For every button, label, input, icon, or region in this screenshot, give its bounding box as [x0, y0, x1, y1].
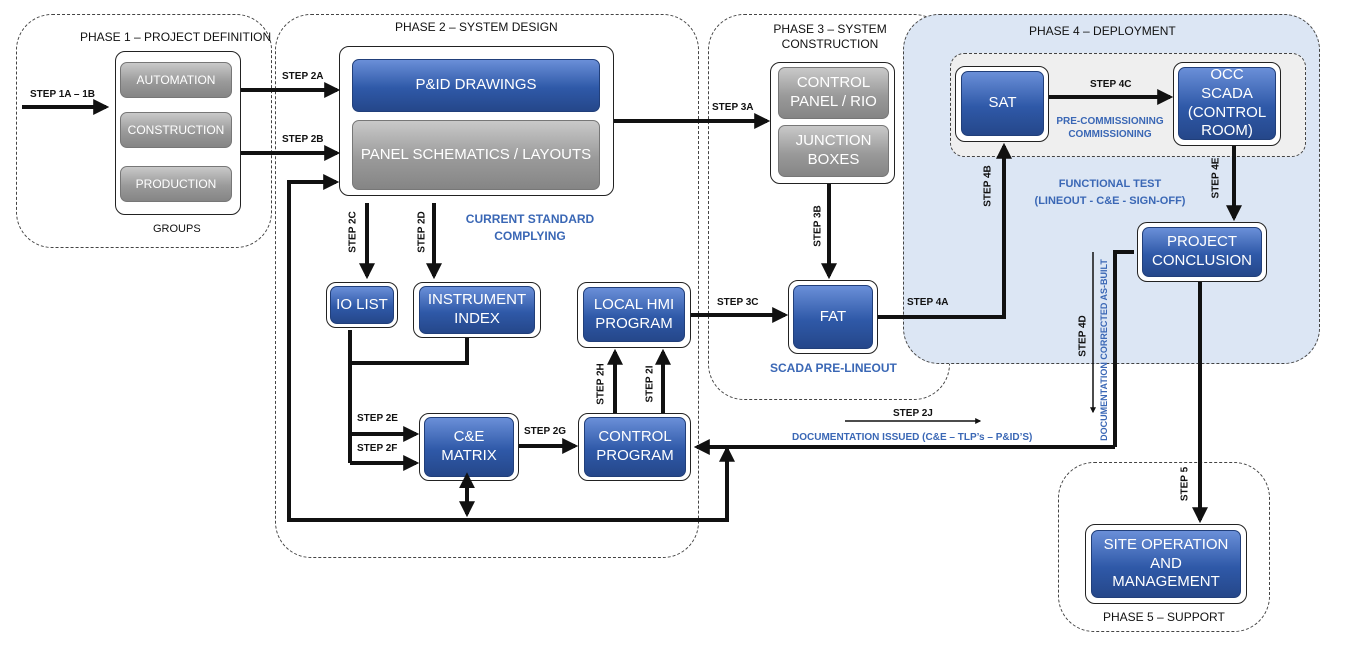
phase-5-title: PHASE 5 – SUPPORT: [1103, 610, 1225, 624]
phase-4-title: PHASE 4 – DEPLOYMENT: [1029, 24, 1176, 38]
step-2c-label: STEP 2C: [347, 211, 359, 253]
current-standard-note: CURRENT STANDARD COMPLYING: [455, 211, 605, 245]
step-5-label: STEP 5: [1179, 466, 1191, 502]
phase-1-region: [16, 14, 272, 248]
ce-matrix-box[interactable]: C&E MATRIX: [424, 417, 514, 477]
step-2h-label: STEP 2H: [595, 363, 607, 405]
scada-pre-lineout-note: SCADA PRE-LINEOUT: [770, 361, 897, 375]
documentation-issued-arrow: [697, 250, 1134, 447]
local-hmi-box[interactable]: LOCAL HMI PROGRAM: [583, 287, 685, 342]
current-standard-line1: CURRENT STANDARD: [465, 212, 595, 226]
instrument-index-box[interactable]: INSTRUMENT INDEX: [419, 286, 535, 334]
step-3b-label: STEP 3B: [812, 205, 824, 247]
phase-3-title-line2: CONSTRUCTION: [781, 37, 879, 51]
occ-scada-box[interactable]: OCC SCADA (CONTROL ROOM): [1178, 66, 1276, 140]
step-2d-label: STEP 2D: [416, 211, 428, 253]
pid-drawings-box[interactable]: P&ID DRAWINGS: [352, 59, 600, 112]
site-operation-box[interactable]: SITE OPERATION AND MANAGEMENT: [1091, 530, 1241, 598]
step-1a-1b-label: STEP 1A – 1B: [30, 89, 96, 100]
phase-3-title: PHASE 3 – SYSTEM CONSTRUCTION: [740, 22, 920, 52]
step-4c-label: STEP 4C: [1090, 79, 1132, 90]
sat-box[interactable]: SAT: [961, 71, 1044, 136]
automation-group-box[interactable]: AUTOMATION: [120, 62, 232, 98]
step-4a-label: STEP 4A: [907, 297, 949, 308]
phase-5-region: [1058, 462, 1270, 632]
production-group-box[interactable]: PRODUCTION: [120, 166, 232, 202]
panel-schematics-box[interactable]: PANEL SCHEMATICS / LAYOUTS: [352, 120, 600, 190]
step-4b-label: STEP 4B: [982, 165, 994, 207]
arrow-step-4a-4b: [878, 142, 1012, 319]
step-4e-label: STEP 4E: [1210, 157, 1222, 199]
feedback-loop: [287, 174, 467, 522]
phase-1-title: PHASE 1 – PROJECT DEFINITION: [80, 30, 272, 44]
step-3a-label: STEP 3A: [712, 102, 754, 113]
construction-group-box[interactable]: CONSTRUCTION: [120, 112, 232, 148]
documentation-issued-note: DOCUMENTATION ISSUED (C&E – TLP’s – P&ID…: [792, 432, 1033, 443]
documentation-as-built-note: DOCUMENTATION CORRECTED AS-BUILT: [1099, 259, 1109, 441]
step-2j-label: STEP 2J: [893, 408, 933, 419]
fat-box[interactable]: FAT: [793, 285, 873, 349]
step-2i-label: STEP 2I: [644, 365, 656, 403]
step-4d-label: STEP 4D: [1077, 315, 1089, 357]
step-2e-label: STEP 2E: [357, 413, 398, 424]
groups-caption: GROUPS: [153, 223, 201, 235]
commissioning-line2: COMMISSIONING: [1068, 129, 1152, 140]
feedback-loop-control: [467, 445, 735, 522]
phase-2-region: [275, 14, 699, 558]
io-list-box[interactable]: IO LIST: [330, 286, 394, 324]
commissioning-line1: PRE-COMMISSIONING: [1056, 116, 1164, 127]
functional-test-line2: (LINEOUT - C&E - SIGN-OFF): [1034, 195, 1186, 207]
commissioning-note: PRE-COMMISSIONING COMMISSIONING: [1050, 115, 1170, 141]
io-instrument-join: [348, 330, 469, 463]
control-program-box[interactable]: CONTROL PROGRAM: [584, 417, 686, 477]
project-conclusion-box[interactable]: PROJECT CONCLUSION: [1142, 227, 1262, 277]
step-2b-label: STEP 2B: [282, 134, 324, 145]
step-2a-label: STEP 2A: [282, 71, 324, 82]
step-2f-label: STEP 2F: [357, 443, 398, 454]
step-2g-label: STEP 2G: [524, 426, 567, 437]
functional-test-line1: FUNCTIONAL TEST: [1058, 178, 1162, 190]
current-standard-line2: COMPLYING: [494, 229, 566, 243]
functional-test-note: FUNCTIONAL TEST (LINEOUT - C&E - SIGN-OF…: [1025, 176, 1195, 210]
phase-2-title: PHASE 2 – SYSTEM DESIGN: [395, 20, 558, 34]
step-3c-label: STEP 3C: [717, 297, 759, 308]
junction-boxes-box[interactable]: JUNCTION BOXES: [778, 125, 889, 177]
phase-3-title-line1: PHASE 3 – SYSTEM: [773, 22, 887, 36]
control-panel-rio-box[interactable]: CONTROL PANEL / RIO: [778, 67, 889, 119]
